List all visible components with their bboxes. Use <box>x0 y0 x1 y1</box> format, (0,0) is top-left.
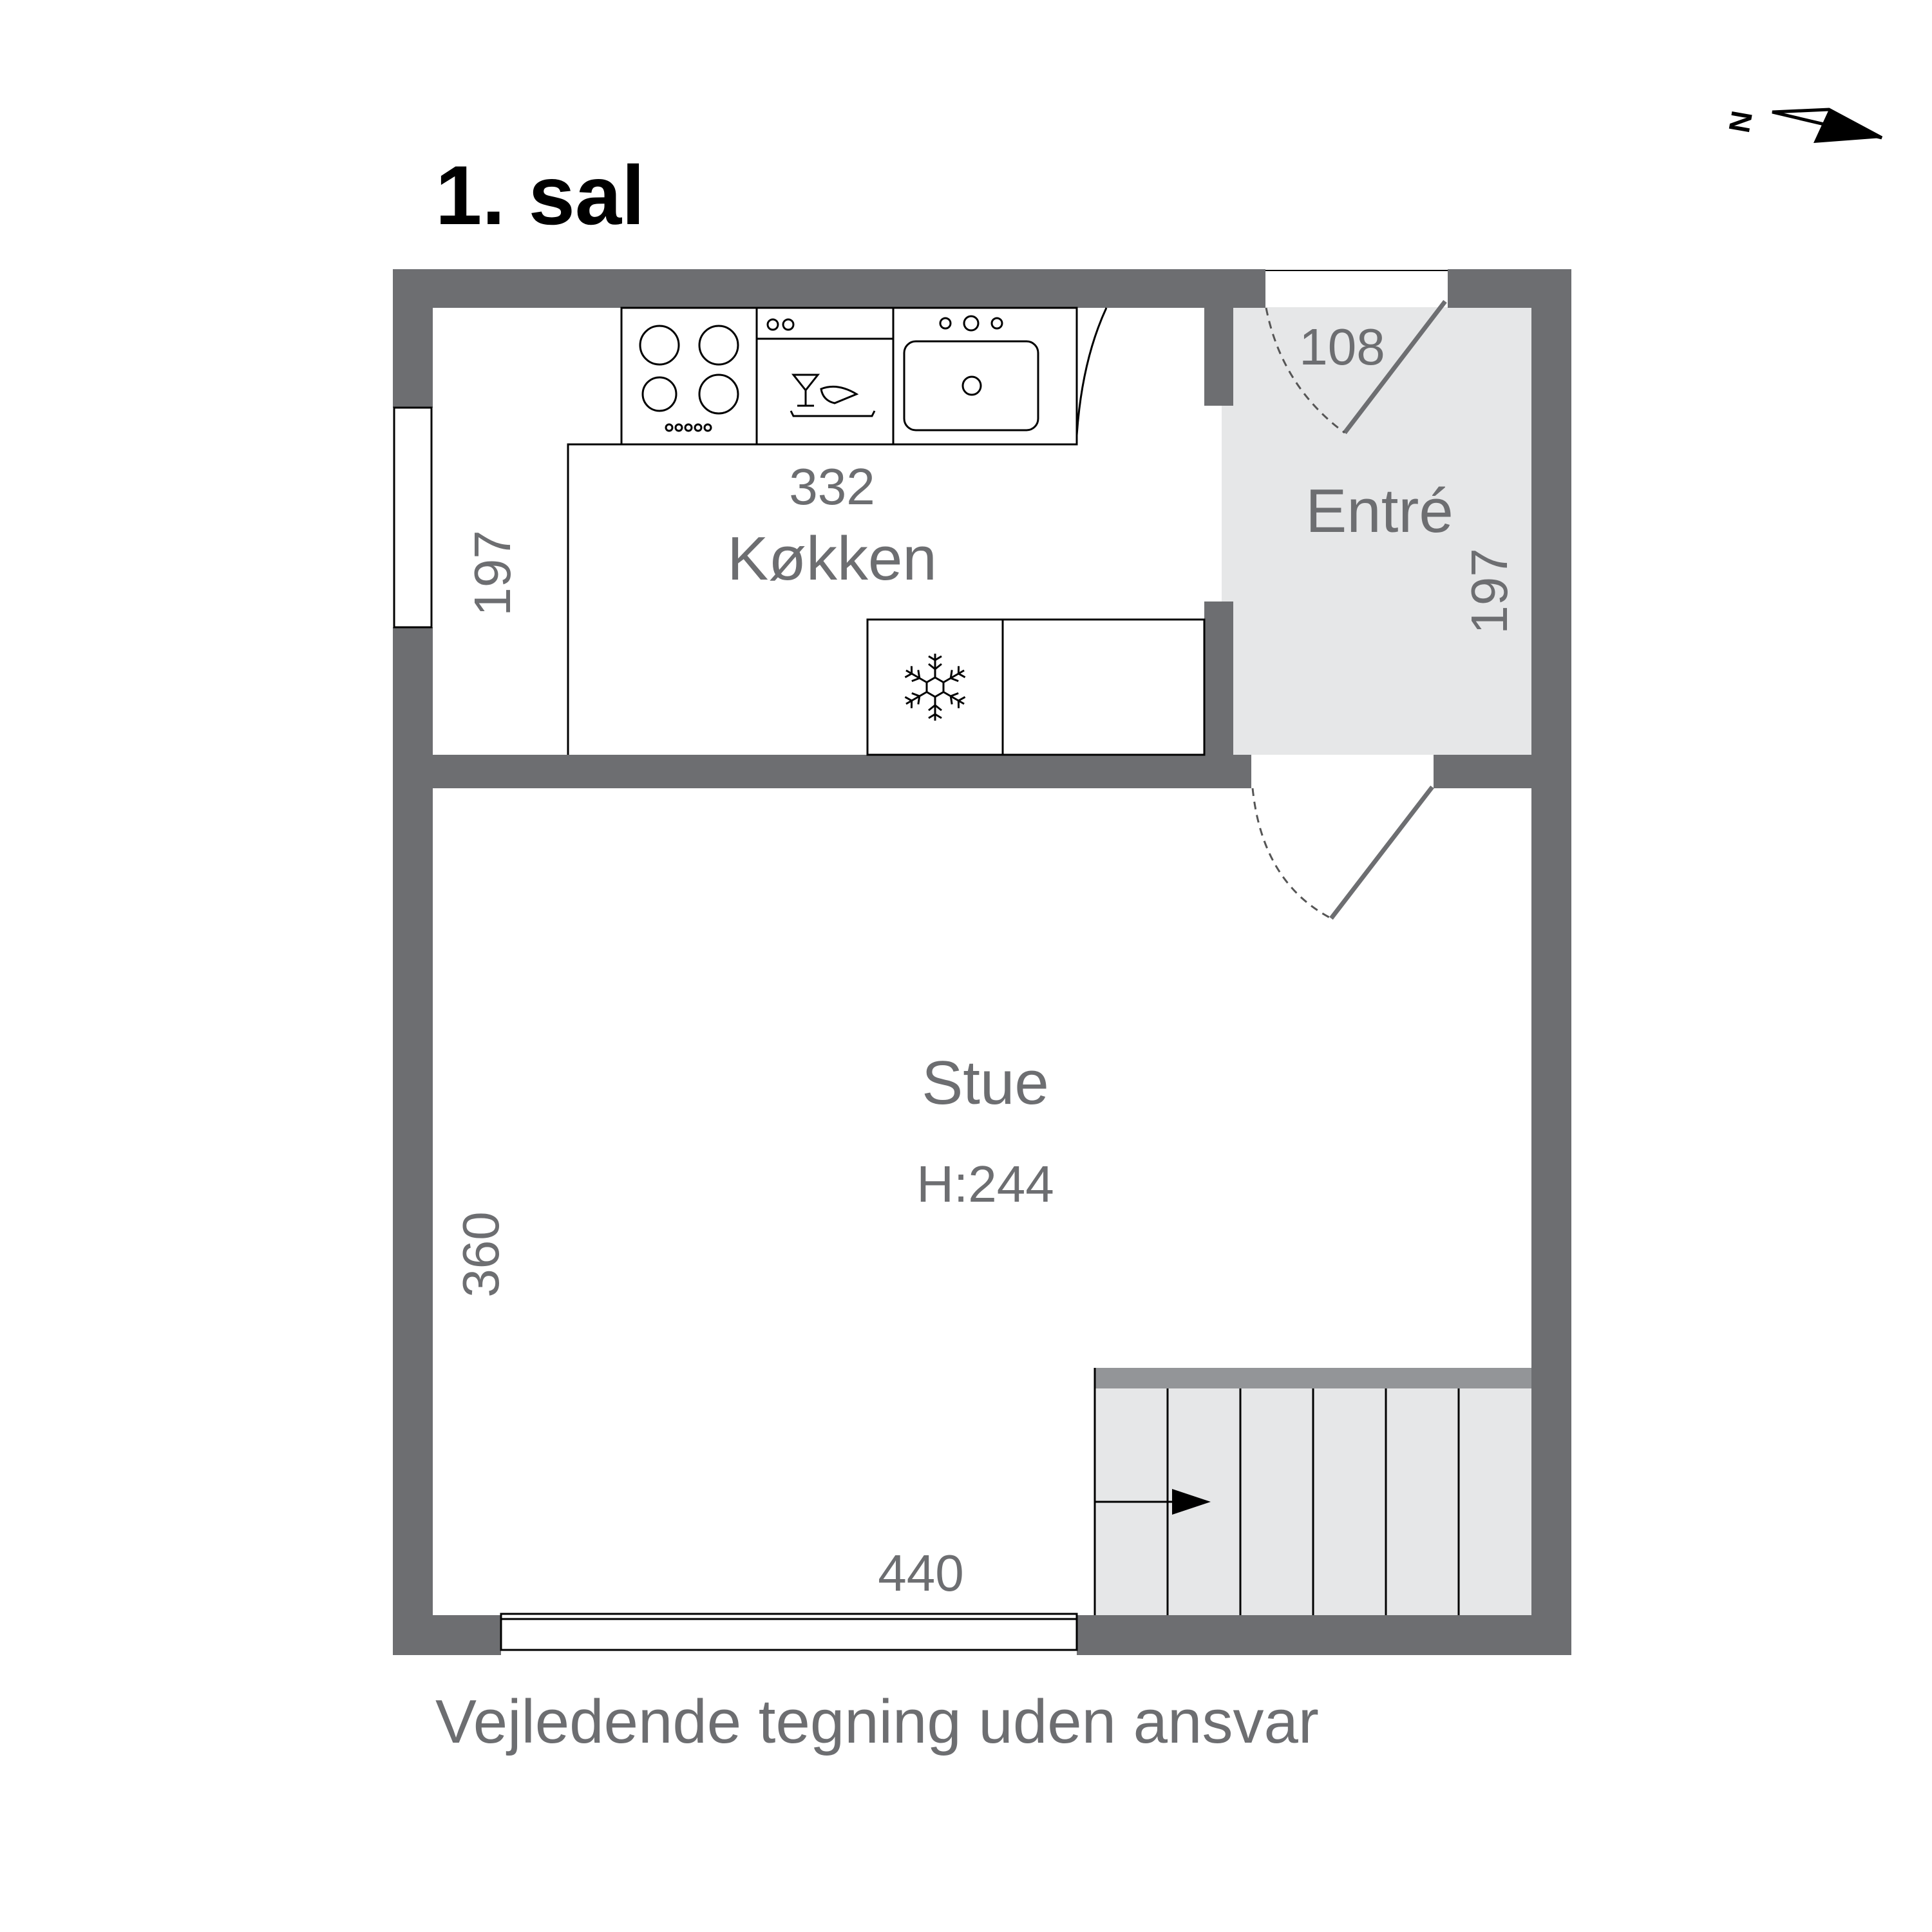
kitchen-width-label: 332 <box>789 458 875 515</box>
compass-north-icon: N <box>1722 108 1883 143</box>
sink-icon <box>892 307 1078 446</box>
cooktop-icon <box>620 307 758 446</box>
kitchen-counter-bottom <box>866 618 1206 756</box>
entry-floor <box>1222 307 1533 755</box>
staircase <box>1094 1368 1531 1615</box>
disclaimer: Vejledende tegning uden ansvar <box>435 1687 1319 1756</box>
stair-arrow-icon <box>1095 1489 1211 1515</box>
living-door[interactable] <box>1251 785 1434 920</box>
living-depth-label: 360 <box>452 1211 509 1297</box>
entry-door-label: 108 <box>1299 318 1385 375</box>
living-width-label: 440 <box>878 1544 963 1602</box>
walls <box>393 269 1571 1655</box>
kitchen-window <box>393 406 433 629</box>
dishwasher-icon <box>755 307 895 446</box>
freezer-snowflake-icon <box>902 654 969 722</box>
kitchen-name: Køkken <box>727 524 936 593</box>
floor-title: 1. sal <box>435 148 645 242</box>
living-name: Stue <box>922 1048 1048 1117</box>
kitchen-depth-label: 197 <box>464 530 521 616</box>
entry-depth-label: 197 <box>1461 548 1518 634</box>
living-window <box>500 1613 1078 1651</box>
compass-letter: N <box>1722 108 1759 135</box>
entry-door[interactable] <box>1265 270 1448 435</box>
entry-name: Entré <box>1305 477 1453 545</box>
living-height-label: H:244 <box>916 1155 1054 1213</box>
